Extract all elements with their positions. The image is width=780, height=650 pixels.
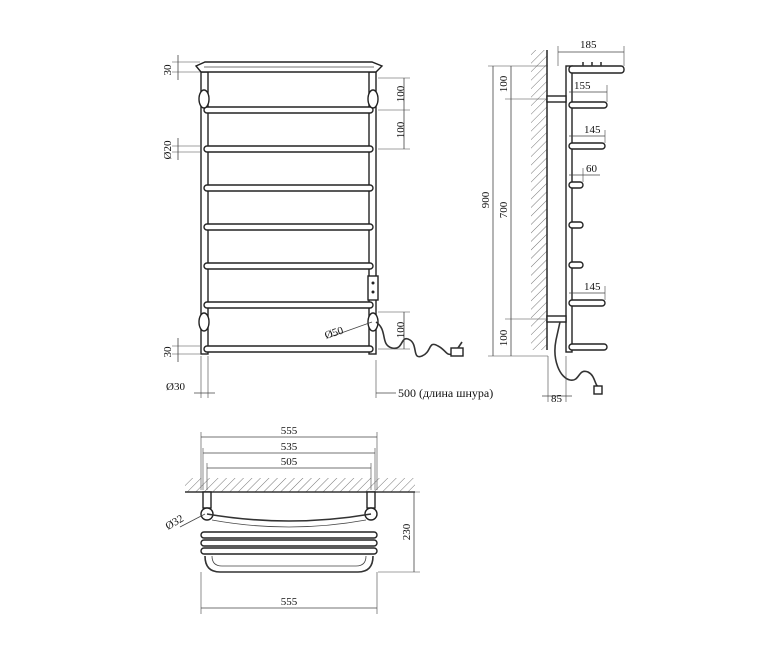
rung-side <box>568 343 608 351</box>
front-view: 30 Ø20 30 Ø30 100 100 100 Ø50 500 (длина… <box>162 55 493 400</box>
shelf-arm <box>568 65 625 74</box>
dim-555-top: 555 <box>281 425 298 437</box>
dim-85: 85 <box>551 393 563 405</box>
dim-100-top: 100 <box>498 75 510 92</box>
dim-d20: Ø20 <box>162 140 174 159</box>
rung <box>203 184 374 192</box>
rung-side <box>568 221 584 229</box>
rung-side <box>568 101 608 109</box>
rungs <box>203 106 374 353</box>
dim-d50: Ø50 <box>323 324 345 341</box>
dim-d32: Ø32 <box>164 513 186 533</box>
wall-hatch <box>531 50 547 350</box>
rung <box>203 301 374 309</box>
cord-length-note: 500 (длина шнура) <box>398 386 493 400</box>
dim-145-a: 145 <box>584 124 601 136</box>
rung <box>203 262 374 270</box>
power-cord-side <box>554 321 601 389</box>
plug-icon <box>450 347 464 357</box>
rung-top-view <box>200 539 378 547</box>
rung-side <box>568 181 584 189</box>
dim-555-bottom: 555 <box>281 596 298 608</box>
dim-100-a: 100 <box>395 85 407 102</box>
dim-185: 185 <box>580 39 597 51</box>
left-rail <box>200 71 209 355</box>
dim-100-c: 100 <box>395 321 407 338</box>
mount-post <box>202 491 212 509</box>
rung <box>203 106 374 114</box>
wall-mount <box>367 89 379 109</box>
rung <box>203 223 374 231</box>
dim-505: 505 <box>281 456 298 468</box>
wall-mount <box>546 315 567 323</box>
dim-155: 155 <box>574 80 591 92</box>
plug-icon <box>593 385 603 395</box>
rung-side <box>568 299 606 307</box>
wall-mount <box>198 89 210 109</box>
wall-hatch <box>185 478 415 492</box>
dim-700: 700 <box>498 201 510 218</box>
rung-top-view <box>200 547 378 555</box>
dim-100-bottom: 100 <box>498 329 510 346</box>
dim-30-top: 30 <box>162 64 174 76</box>
rung-side <box>568 142 606 150</box>
dim-145-b: 145 <box>584 281 601 293</box>
dim-230: 230 <box>401 523 413 540</box>
heater-control-box <box>367 275 379 301</box>
power-cord <box>375 321 453 358</box>
dim-60: 60 <box>586 163 598 175</box>
dim-900: 900 <box>480 191 492 208</box>
top-view: 555 535 505 Ø32 230 555 <box>164 425 420 614</box>
dim-535: 535 <box>281 441 298 453</box>
right-rail <box>368 71 377 355</box>
rung-side <box>568 261 584 269</box>
shelf-front-edge <box>204 555 374 573</box>
wall-mount <box>198 312 210 332</box>
side-rail <box>565 65 573 353</box>
mount-post <box>366 491 376 509</box>
dim-100-b: 100 <box>395 121 407 138</box>
wall-mount <box>367 312 379 332</box>
dim-30-bottom: 30 <box>162 346 174 358</box>
dim-d30: Ø30 <box>166 381 185 393</box>
rung <box>203 145 374 153</box>
wall-mount <box>546 95 567 103</box>
rung-top-view <box>200 531 378 539</box>
rung <box>203 345 374 353</box>
side-view: 900 100 700 100 185 155 145 60 145 85 <box>480 39 625 405</box>
